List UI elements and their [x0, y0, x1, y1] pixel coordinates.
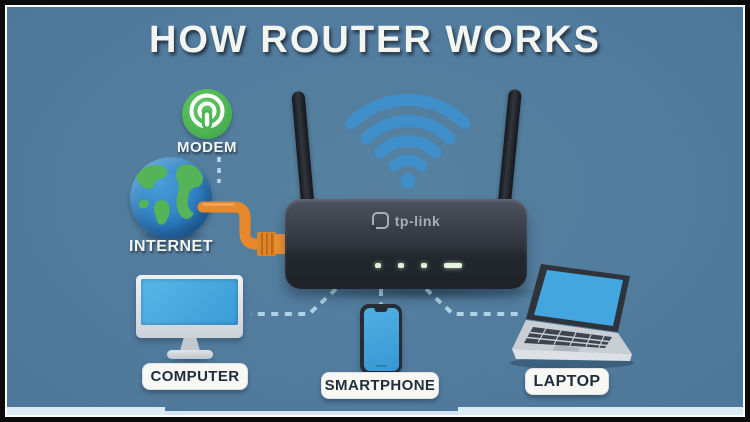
laptop-label: LAPTOP [525, 368, 609, 395]
wifi-icon [345, 94, 471, 189]
smartphone-homebar [375, 365, 387, 367]
router: tp-link [285, 199, 527, 289]
smartphone-screen [363, 307, 399, 371]
smartphone-icon [360, 304, 402, 374]
computer-label: COMPUTER [142, 363, 248, 390]
globe-icon [130, 157, 212, 239]
laptop-icon [510, 264, 634, 369]
podcast-glyph-icon [189, 93, 225, 130]
floor-strip-left [7, 407, 165, 415]
internet-label: INTERNET [129, 238, 213, 255]
router-antenna-right [497, 88, 522, 214]
diagram-canvas: HOW ROUTER WORKS [5, 5, 745, 417]
led-dot-icon [421, 263, 427, 268]
router-brand: tp-link [285, 212, 527, 231]
router-brand-text: tp-link [394, 212, 441, 229]
smartphone-label: SMARTPHONE [321, 372, 439, 399]
monitor-stand-neck [180, 338, 200, 351]
smartphone-notch [374, 307, 388, 312]
router-led-indicators [375, 263, 462, 268]
computer-monitor-icon [136, 275, 243, 338]
led-dot-icon [398, 263, 404, 268]
laptop-front-edge [512, 349, 632, 361]
globe-land-shapes [136, 164, 204, 225]
led-bar-icon [444, 263, 462, 268]
laptop-screen [534, 270, 623, 326]
floor-strip-right [458, 407, 743, 415]
page-title: HOW ROUTER WORKS [148, 19, 602, 61]
computer-shadow [161, 355, 219, 364]
floor-strip [7, 411, 743, 415]
monitor-stand-base [167, 350, 213, 359]
tp-link-logo-icon [369, 212, 389, 231]
router-antenna-left [291, 90, 315, 214]
led-dot-icon [375, 263, 381, 268]
computer-screen [141, 279, 238, 325]
modem-label: MODEM [177, 139, 237, 156]
modem-icon [182, 89, 232, 139]
